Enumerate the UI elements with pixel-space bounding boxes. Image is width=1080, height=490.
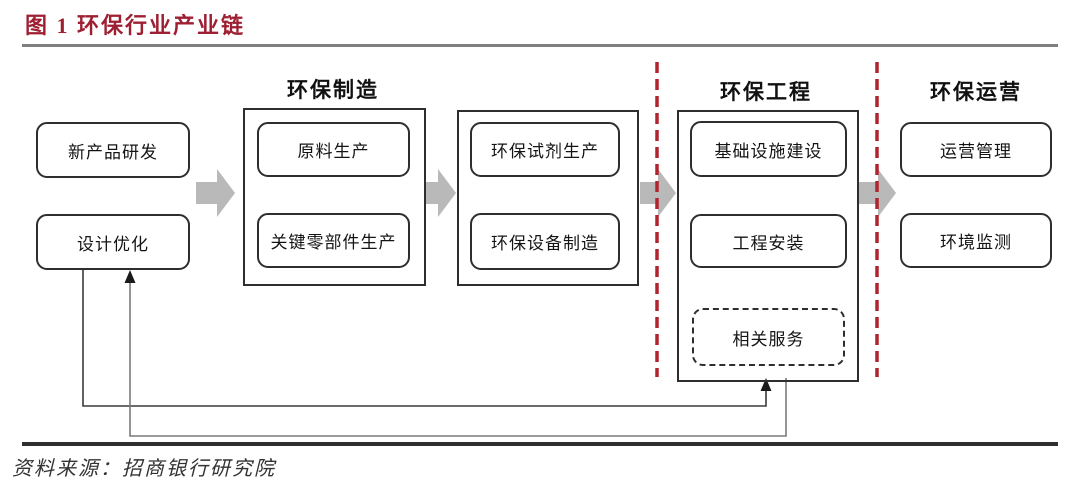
stage-header-operation: 环保运营 [930, 81, 1022, 104]
arrowhead-up-icon [760, 378, 772, 391]
group-box-manufacturing [243, 108, 426, 286]
node-key-components-production: 关键零部件生产 [257, 213, 410, 268]
figure-title: 图 1 环保行业产业链 [25, 13, 246, 38]
node-design-optimization: 设计优化 [36, 214, 190, 270]
flow-arrow-icon [425, 169, 456, 217]
feedback-line-to-design [129, 282, 787, 437]
source-note: 资料来源：招商银行研究院 [12, 458, 276, 480]
group-box-manufacturing-2 [457, 110, 639, 286]
node-infrastructure-construction: 基础设施建设 [690, 121, 847, 177]
feedback-line-to-engineering [82, 270, 767, 407]
node-raw-material-production: 原料生产 [257, 122, 410, 177]
flow-arrow-icon [640, 169, 676, 217]
node-environment-monitoring: 环境监测 [900, 213, 1052, 268]
flow-arrow-icon [196, 169, 235, 217]
node-equipment-manufacturing: 环保设备制造 [470, 213, 620, 270]
top-divider [22, 44, 1058, 47]
arrowhead-up-icon [124, 270, 136, 283]
node-new-product-rd: 新产品研发 [36, 122, 190, 178]
flow-arrow-icon [858, 169, 896, 217]
node-related-services: 相关服务 [692, 308, 845, 366]
bottom-divider [22, 442, 1058, 446]
group-box-engineering [677, 110, 859, 382]
node-reagent-production: 环保试剂生产 [470, 122, 620, 177]
stage-header-engineering: 环保工程 [720, 81, 812, 104]
stage-header-manufacturing: 环保制造 [287, 79, 379, 102]
node-operation-management: 运营管理 [900, 122, 1052, 177]
node-engineering-installation: 工程安装 [690, 214, 847, 268]
